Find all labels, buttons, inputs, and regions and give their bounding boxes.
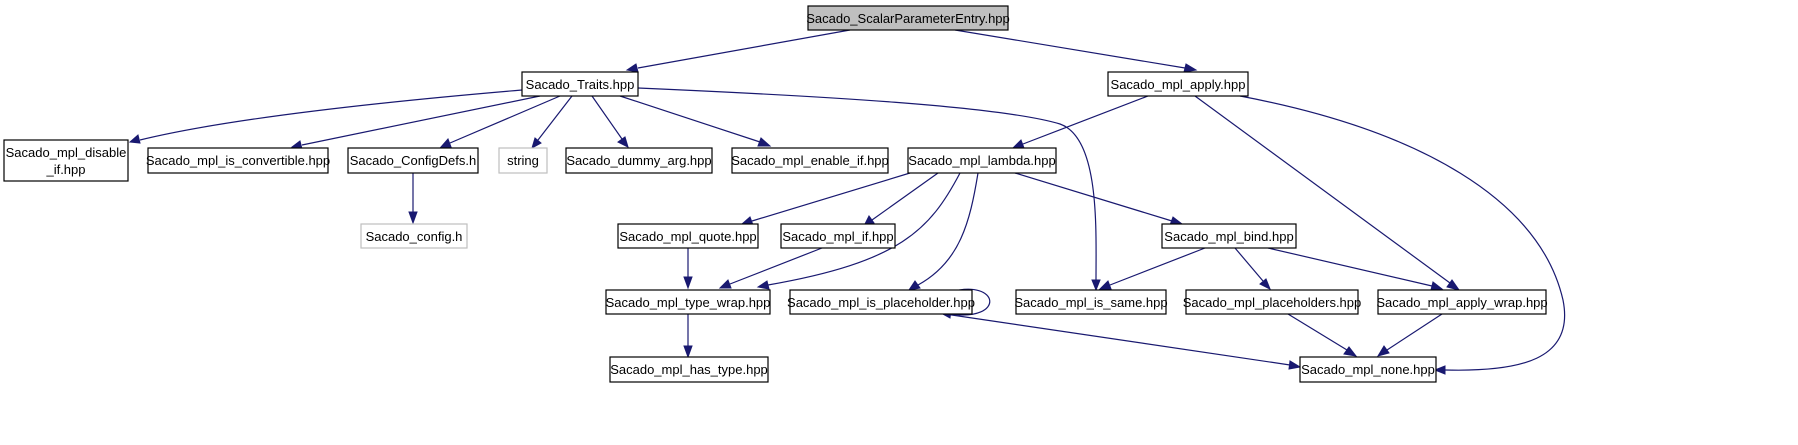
edge-apply-to-none (1239, 95, 1566, 375)
node-configdefs[interactable]: Sacado_ConfigDefs.h (347, 147, 479, 174)
edge-traits-to-disable-if (128, 89, 523, 144)
edge-lambda-to-if (863, 172, 939, 227)
edge-traits-to-is-convertible (290, 95, 541, 150)
node-label: Sacado_mpl_apply_wrap.hpp (1376, 295, 1547, 310)
edge-configdefs-to-config (408, 173, 418, 225)
edge-quote-to-type-wrap (683, 248, 693, 290)
edge-traits-to-dummy-arg (591, 95, 629, 148)
edge-traits-to-is-same (637, 87, 1101, 292)
edge-root-to-apply (954, 29, 1198, 73)
node-label-line2: _if.hpp (45, 162, 85, 177)
edge-lambda-to-is-placeholder (907, 172, 979, 291)
node-mpl-apply-wrap[interactable]: Sacado_mpl_apply_wrap.hpp (1376, 289, 1548, 315)
node-label: Sacado_mpl_is_placeholder.hpp (787, 295, 975, 310)
node-label: Sacado_mpl_lambda.hpp (908, 153, 1055, 168)
node-mpl-apply[interactable]: Sacado_mpl_apply.hpp (1107, 71, 1249, 97)
edge-apply-to-lambda (1011, 95, 1149, 149)
node-label: Sacado_mpl_bind.hpp (1164, 229, 1293, 244)
node-traits[interactable]: Sacado_Traits.hpp (521, 71, 639, 97)
node-mpl-is-convertible[interactable]: Sacado_mpl_is_convertible.hpp (146, 147, 330, 174)
node-label: Sacado_mpl_quote.hpp (619, 229, 756, 244)
node-label: Sacado_ConfigDefs.h (350, 153, 476, 168)
edge-lambda-to-bind (1014, 172, 1184, 226)
node-mpl-if[interactable]: Sacado_mpl_if.hpp (780, 223, 896, 249)
node-label-line1: Sacado_mpl_disable (6, 145, 127, 160)
node-label: string (507, 153, 539, 168)
node-label: Sacado_config.h (366, 229, 463, 244)
edge-apply-to-apply-wrap (1194, 95, 1461, 291)
node-config[interactable]: Sacado_config.h (360, 223, 468, 249)
edge-lambda-to-quote (740, 172, 911, 226)
edge-traits-to-configdefs (439, 95, 561, 148)
node-label: Sacado_mpl_is_convertible.hpp (146, 153, 330, 168)
edge-bind-to-placeholders (1234, 247, 1271, 291)
edge-apply-wrap-to-none (1376, 313, 1443, 357)
node-label: Sacado_mpl_none.hpp (1301, 362, 1435, 377)
node-string[interactable]: string (498, 147, 548, 174)
node-mpl-placeholders[interactable]: Sacado_mpl_placeholders.hpp (1183, 289, 1362, 315)
node-label: Sacado_mpl_placeholders.hpp (1183, 295, 1362, 310)
node-mpl-type-wrap[interactable]: Sacado_mpl_type_wrap.hpp (605, 289, 771, 315)
node-label: Sacado_mpl_is_same.hpp (1014, 295, 1167, 310)
edge-bind-to-is-same (1098, 247, 1206, 290)
node-dummy-arg[interactable]: Sacado_dummy_arg.hpp (565, 147, 713, 174)
edge-type-wrap-to-has-type (683, 314, 693, 359)
node-scalar-parameter-entry[interactable]: Sacado_ScalarParameterEntry.hpp (806, 5, 1010, 31)
node-mpl-disable-if[interactable]: Sacado_mpl_disable _if.hpp (3, 139, 129, 182)
node-mpl-quote[interactable]: Sacado_mpl_quote.hpp (617, 223, 759, 249)
node-label: Sacado_mpl_type_wrap.hpp (606, 295, 771, 310)
edge-if-to-type-wrap (718, 247, 823, 289)
node-mpl-has-type[interactable]: Sacado_mpl_has_type.hpp (609, 356, 769, 383)
edge-lambda-to-type-wrap (756, 172, 961, 290)
node-mpl-lambda[interactable]: Sacado_mpl_lambda.hpp (907, 147, 1057, 174)
edge-traits-to-string (531, 95, 573, 150)
node-mpl-bind[interactable]: Sacado_mpl_bind.hpp (1161, 223, 1297, 249)
node-mpl-enable-if[interactable]: Sacado_mpl_enable_if.hpp (731, 147, 889, 174)
edge-root-to-traits (625, 29, 851, 73)
node-mpl-is-placeholder[interactable]: Sacado_mpl_is_placeholder.hpp (787, 289, 975, 315)
node-label: Sacado_Traits.hpp (526, 77, 635, 92)
edge-traits-to-enable-if (619, 95, 772, 147)
node-label: Sacado_dummy_arg.hpp (566, 153, 711, 168)
edge-bind-to-apply-wrap (1267, 247, 1444, 291)
node-label: Sacado_mpl_apply.hpp (1111, 77, 1246, 92)
node-label: Sacado_mpl_if.hpp (782, 229, 893, 244)
node-label: Sacado_ScalarParameterEntry.hpp (806, 11, 1010, 26)
node-label: Sacado_mpl_enable_if.hpp (731, 153, 889, 168)
node-label: Sacado_mpl_has_type.hpp (610, 362, 768, 377)
node-mpl-is-same[interactable]: Sacado_mpl_is_same.hpp (1014, 289, 1168, 315)
edge-placeholders-to-none (1287, 313, 1358, 357)
node-mpl-none[interactable]: Sacado_mpl_none.hpp (1299, 356, 1437, 383)
edge-is-placeholder-to-none (944, 313, 1302, 370)
